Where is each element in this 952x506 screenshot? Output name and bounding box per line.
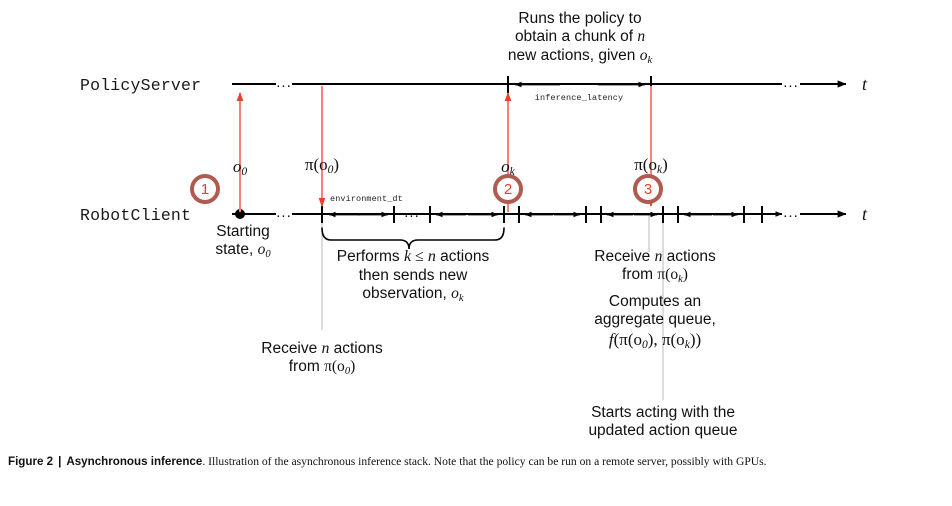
annotation-server-inference: Runs the policy to obtain a chunk of n n… (450, 10, 710, 67)
annotation-aggregate-queue-line2: aggregate queue, (594, 311, 716, 329)
annotation-aggregate-queue-line1: Computes an (608, 293, 702, 310)
annotation-receive-first-chunk: Receive n actions from π(o0) (212, 340, 432, 379)
client-axis-ellipsis-left: ... (276, 204, 292, 221)
annotation-starts-acting-line1: Starts acting with the (591, 404, 735, 421)
client-axis-ellipsis-right: ... (783, 204, 799, 221)
annotation-receive-second-chunk-line2: from π(ok) (622, 266, 688, 286)
label-o0: o0 (232, 157, 248, 179)
policy-axis-ellipsis-left: ... (276, 74, 292, 91)
step-badge-1: 1 (190, 174, 220, 204)
annotation-server-inference-line1: Runs the policy to (518, 10, 642, 27)
annotation-receive-first-chunk-line2: from π(o0) (288, 358, 356, 378)
annotation-starting-state-line1: Starting (216, 223, 270, 240)
lane-label-robot-client: RobotClient (80, 206, 192, 225)
policy-axis-ellipsis-right: ... (783, 74, 799, 91)
performs-actions-brace (321, 227, 505, 250)
annotation-receive-first-chunk-line1: Receive n actions (261, 340, 383, 357)
annotation-starts-acting: Starts acting with the updated action qu… (538, 404, 788, 441)
annotation-server-inference-line2: obtain a chunk of n (514, 28, 646, 46)
annotation-performs-actions: Performs k ≤ n actions then sends new ob… (263, 248, 563, 306)
robot-client-axis-time-label: t (862, 204, 868, 224)
annotation-performs-actions-line3: observation, ok (362, 285, 464, 305)
start-state-dot (235, 209, 245, 219)
inference-latency-label: inference_latency (534, 93, 624, 103)
lane-label-policy-server: PolicyServer (80, 76, 202, 95)
annotation-starts-acting-line2: updated action queue (588, 422, 738, 440)
label-ok: ok (501, 157, 515, 179)
step-badge-3: 3 (633, 174, 663, 204)
robot-client-ticks (321, 206, 763, 223)
annotation-receive-second-chunk: Receive n actions from π(ok) (545, 248, 765, 287)
label-pi-o0: π(o0) (304, 155, 340, 177)
caption-title: Asynchronous inference (66, 455, 203, 468)
annotation-performs-actions-line2: then sends new (358, 266, 468, 284)
annotation-starting-state-line2: state, o0 (215, 241, 271, 261)
environment-dt-label: environment_dt (330, 194, 403, 204)
figure-caption: Figure 2 | Asynchronous inference. Illustr… (8, 454, 944, 471)
annotation-starting-state: Starting state, o0 (168, 223, 318, 262)
client-axis-ellipsis-mid: ... (404, 204, 420, 221)
step-badge-2: 2 (493, 174, 523, 204)
annotation-aggregate-queue-line3: f(π(o0), π(ok)) (608, 329, 702, 351)
policy-server-axis-time-label: t (862, 74, 868, 94)
caption-separator: | (58, 455, 62, 468)
caption-body: . Illustration of the asynchronous infer… (202, 455, 767, 468)
annotation-receive-second-chunk-line1: Receive n actions (594, 248, 716, 265)
annotation-performs-actions-line1: Performs k ≤ n actions (336, 248, 490, 265)
annotation-server-inference-line3: new actions, given ok (507, 46, 653, 66)
annotation-aggregate-queue: Computes an aggregate queue, f(π(o0), π(… (535, 293, 775, 351)
caption-number: Figure 2 (8, 455, 54, 468)
label-pi-ok: π(ok) (634, 155, 668, 177)
